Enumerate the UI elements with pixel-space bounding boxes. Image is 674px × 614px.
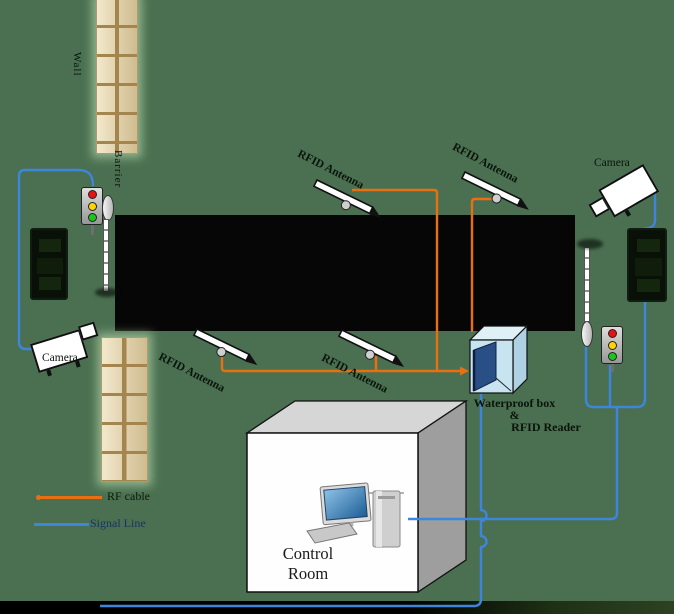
traffic-light-pole <box>90 225 94 235</box>
rf-cable-path-2 <box>470 193 501 332</box>
legend-rf-cable-swatch <box>40 496 102 499</box>
antenna-pivot-circle <box>364 349 375 360</box>
traffic-light-left <box>81 187 103 235</box>
barrier-pivot-left <box>102 195 114 221</box>
roadside-panel-right <box>627 228 667 302</box>
panel-slot <box>39 239 61 252</box>
antenna-tip <box>517 198 529 210</box>
ampersand-label: & <box>509 408 520 422</box>
signal-line-right-loop <box>584 301 647 409</box>
camera-lens <box>77 321 99 341</box>
green-lamp <box>87 212 97 222</box>
legend-rf-cable-dot <box>36 495 41 500</box>
rfid-antenna-bar <box>460 170 522 207</box>
rfid-antenna-top-left <box>312 178 381 218</box>
red-lamp <box>607 329 617 339</box>
legend-signal-line-swatch <box>34 523 89 526</box>
antenna-tip <box>392 355 405 367</box>
barrier-label: Barrier <box>112 150 124 189</box>
camera-right-label: Camera <box>594 157 630 169</box>
rf-cable-arrow <box>460 366 469 376</box>
antenna-tip <box>369 206 381 218</box>
wall-bottom <box>101 337 148 482</box>
panel-slot <box>39 277 61 290</box>
barrier-shadow-left <box>95 288 119 297</box>
monitor-icon <box>319 482 372 528</box>
barrier-pole-left <box>103 219 109 292</box>
camera-mount <box>46 369 52 377</box>
keyboard-icon <box>306 522 358 544</box>
tower-drive-slot <box>378 496 395 499</box>
bottom-road-strip <box>0 601 674 614</box>
traffic-light-housing <box>601 326 623 364</box>
rfid-antenna-bottom-left <box>192 327 258 366</box>
tower-highlight <box>376 491 382 547</box>
traffic-light-right <box>601 326 623 372</box>
waterproof-box <box>468 324 529 395</box>
barrier-shadow-right <box>577 239 603 249</box>
signal-line-left-trunk <box>17 168 95 351</box>
barrier-pole-right <box>584 247 590 322</box>
control-room-label-line1: Control <box>282 544 334 563</box>
control-room-cube-side <box>417 399 467 594</box>
legend-signal-line-label: Signal Line <box>90 516 146 530</box>
antenna-tip <box>245 353 258 366</box>
yellow-lamp <box>87 201 97 211</box>
antenna-pivot-circle <box>340 200 351 211</box>
traffic-light-pole <box>610 364 614 372</box>
rfid-antenna-bottom-mid <box>337 328 405 367</box>
red-lamp <box>87 190 97 200</box>
camera-left-label: Camera <box>42 352 78 364</box>
roadside-panel-left <box>30 228 68 300</box>
panel-text-area <box>635 258 662 276</box>
control-room-label-line2: Room <box>287 564 329 583</box>
computer-icon <box>306 482 404 548</box>
signal-line-box-trunk <box>100 394 488 608</box>
rf-cable-path-3 <box>220 351 460 373</box>
signal-lines <box>17 168 657 608</box>
panel-slot <box>637 239 660 252</box>
road-surface <box>115 215 575 331</box>
antenna-pivot-circle <box>491 193 502 204</box>
signal-line-control-room <box>408 407 619 521</box>
rfid-antenna-bar <box>312 178 374 215</box>
barrier-pivot-right <box>581 321 593 347</box>
legend-rf-cable-label: RF cable <box>107 489 150 503</box>
door-swing-line <box>495 377 512 392</box>
green-lamp <box>607 351 617 361</box>
antenna-pivot-circle <box>216 347 227 358</box>
panel-slot <box>637 279 660 292</box>
rfid-reader-label: RFID Reader <box>511 420 581 434</box>
camera-mount <box>624 209 632 217</box>
yellow-lamp <box>607 340 617 350</box>
wall-top <box>96 0 138 154</box>
waterproof-box-label: Waterproof box <box>473 396 556 410</box>
rfid-antenna-top-right <box>460 170 529 210</box>
traffic-light-housing <box>81 187 103 225</box>
wall-label: Wall <box>71 52 83 77</box>
rf-cable-path-1 <box>352 188 439 371</box>
panel-text-area <box>37 258 63 274</box>
